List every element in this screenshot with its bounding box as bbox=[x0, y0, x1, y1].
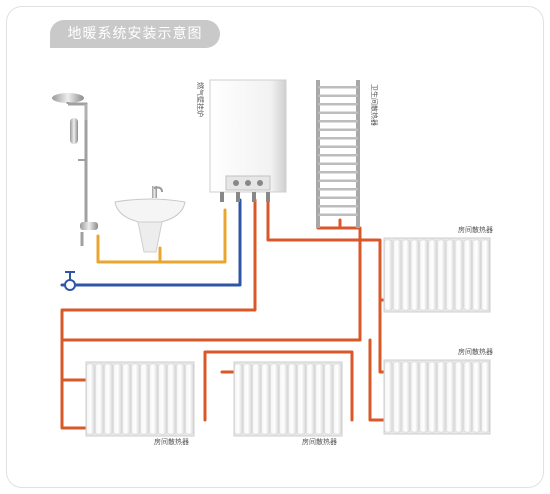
radiator-right-top-label: 房间散热器 bbox=[458, 225, 493, 234]
radiator-fin bbox=[279, 363, 288, 435]
heating-pipe-left-radiator bbox=[60, 378, 90, 430]
radiator-fin bbox=[306, 363, 315, 435]
towel-rail-bar bbox=[318, 188, 358, 191]
radiator-right-top bbox=[383, 237, 491, 313]
cold-water-pipe bbox=[60, 198, 242, 287]
radiator-fin bbox=[324, 363, 333, 435]
heating-pipe-lower-right bbox=[368, 338, 386, 422]
radiator-fin bbox=[454, 361, 464, 433]
towel-rail-bar bbox=[318, 103, 358, 106]
radiator-fin bbox=[86, 363, 95, 435]
radiator-fin bbox=[401, 239, 411, 311]
radiator-middle-label: 房间散热器 bbox=[302, 437, 337, 446]
sink-icon bbox=[114, 186, 186, 253]
valve-icon bbox=[64, 271, 76, 291]
radiator-fin bbox=[149, 363, 158, 435]
radiator-fin bbox=[437, 239, 446, 311]
radiator-fin bbox=[95, 363, 104, 435]
towel-rail-bar bbox=[318, 145, 358, 148]
towel-rail-bar bbox=[318, 179, 358, 182]
radiator-fin bbox=[437, 361, 446, 433]
towel-rail-bar bbox=[318, 137, 358, 140]
radiator-fin bbox=[419, 239, 428, 311]
radiator-fin bbox=[472, 239, 481, 311]
towel-rail-bar bbox=[318, 94, 358, 97]
radiator-fin bbox=[410, 239, 420, 311]
boiler-label: 燃气壁挂炉 bbox=[196, 82, 205, 117]
radiator-fin bbox=[481, 239, 490, 311]
radiator-fin bbox=[428, 361, 437, 433]
radiator-fin bbox=[446, 239, 455, 311]
radiator-fin bbox=[252, 363, 261, 435]
radiator-fin bbox=[384, 361, 393, 433]
radiator-fin bbox=[122, 363, 131, 435]
radiator-fin bbox=[176, 363, 185, 435]
radiator-fin bbox=[104, 363, 113, 435]
radiator-fin bbox=[428, 239, 437, 311]
radiator-fin bbox=[288, 363, 297, 435]
radiator-fin bbox=[481, 361, 490, 433]
radiator-fin bbox=[158, 363, 167, 435]
towel-rail-bar bbox=[318, 154, 358, 157]
radiator-fin bbox=[419, 361, 428, 433]
radiator-fin bbox=[270, 363, 279, 435]
radiator-fin bbox=[393, 239, 402, 311]
radiator-fin bbox=[393, 361, 402, 433]
boiler-icon bbox=[209, 79, 287, 202]
radiator-fin bbox=[463, 239, 473, 311]
radiator-right-bottom bbox=[383, 359, 491, 435]
towel-rail-bar bbox=[318, 205, 358, 208]
radiator-fin bbox=[454, 239, 464, 311]
towel-rail-bar bbox=[318, 171, 358, 174]
radiator-fin bbox=[297, 363, 306, 435]
radiator-fin bbox=[167, 363, 176, 435]
pipe-network bbox=[60, 198, 398, 430]
radiator-fin bbox=[234, 363, 243, 435]
diagram-title: 地暖系统安装示意图 bbox=[50, 20, 220, 48]
towel-rail-bar bbox=[318, 120, 358, 123]
towel-rail-bar bbox=[318, 162, 358, 165]
towel-rail-bar bbox=[318, 196, 358, 199]
radiator-fin bbox=[446, 361, 455, 433]
radiator-middle bbox=[233, 361, 343, 437]
radiator-fin bbox=[384, 239, 393, 311]
radiator-fin bbox=[333, 363, 342, 435]
radiator-fin bbox=[315, 363, 324, 435]
towel-rail-bar bbox=[318, 86, 358, 89]
towel-rail-bar bbox=[318, 128, 358, 131]
towel-rail-bar bbox=[318, 111, 358, 114]
radiator-fin bbox=[472, 361, 481, 433]
radiator-fin bbox=[463, 361, 473, 433]
towel-radiator-icon bbox=[316, 80, 360, 228]
towel-rail-bar bbox=[318, 213, 358, 216]
radiator-right-bottom-label: 房间散热器 bbox=[458, 347, 493, 356]
radiator-left-label: 房间散热器 bbox=[154, 437, 189, 446]
radiator-fin bbox=[261, 363, 270, 435]
heating-supply-pipe bbox=[60, 198, 257, 382]
radiator-fin bbox=[140, 363, 149, 435]
radiator-fin bbox=[185, 363, 194, 435]
radiator-fin bbox=[131, 363, 140, 435]
shower-icon bbox=[52, 93, 98, 246]
towel-radiator-label: 卫生间散热器 bbox=[370, 84, 379, 126]
radiator-left bbox=[85, 361, 195, 437]
radiator-fin bbox=[113, 363, 122, 435]
radiator-fin bbox=[410, 361, 420, 433]
heating-pipe-lower bbox=[203, 350, 354, 422]
radiator-fin bbox=[401, 361, 411, 433]
radiator-fin bbox=[243, 363, 252, 435]
